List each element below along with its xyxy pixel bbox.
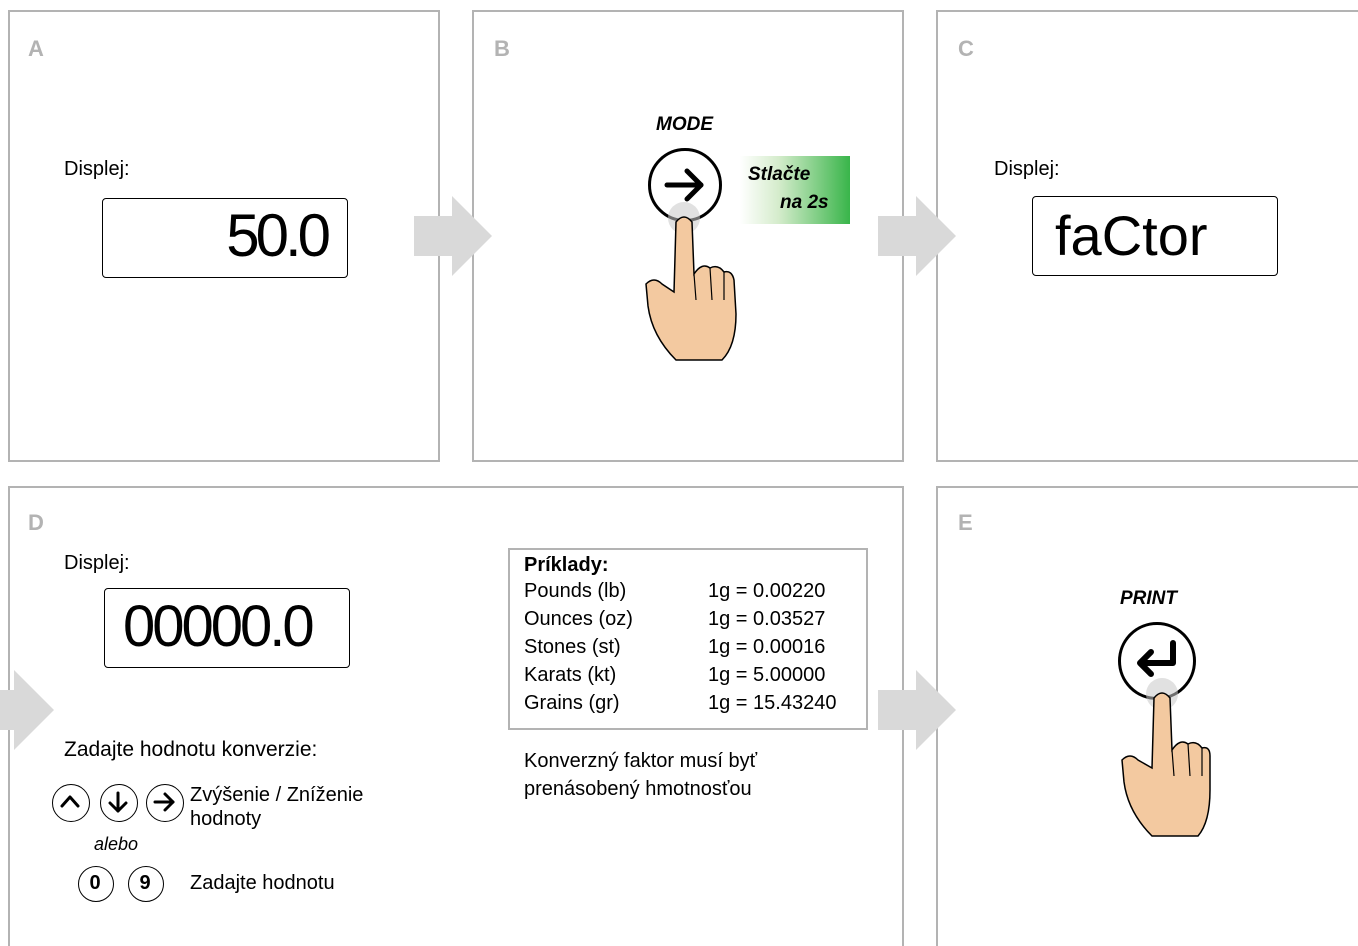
example-unit: Ounces (oz) [524, 608, 633, 630]
example-factor: 1g = 0.00220 [708, 580, 826, 602]
arrow-right-icon [664, 168, 704, 202]
enter-value-text: Zadajte hodnotu [190, 872, 335, 894]
example-factor: 1g = 0.00016 [708, 636, 826, 658]
press-hint: Stlačte na 2s [740, 156, 850, 224]
panel-e: E PRINT [936, 486, 1358, 946]
display-screen: 00000.0 [104, 588, 350, 668]
display-screen: 50.0 [102, 198, 348, 278]
panel-label: B [494, 36, 510, 61]
digit-key-9[interactable]: 9 [128, 866, 164, 902]
digit-key-9-label: 9 [139, 872, 151, 894]
example-unit: Karats (kt) [524, 664, 617, 686]
press-hint-line2: na 2s [780, 192, 829, 213]
display-label: Displej: [64, 552, 130, 574]
example-unit: Grains (gr) [524, 692, 620, 714]
mode-button-label: MODE [656, 114, 713, 135]
conversion-note-2: prenásobený hmotnosťou [524, 778, 752, 800]
flow-arrow-icon [878, 196, 956, 276]
digit-key-0[interactable]: 0 [78, 866, 114, 902]
flow-arrow-icon [0, 670, 54, 750]
press-hint-line1: Stlačte [748, 164, 811, 185]
down-key[interactable] [100, 784, 138, 822]
up-key[interactable] [52, 784, 90, 822]
chevron-up-icon [60, 795, 80, 808]
flow-arrow-icon [878, 670, 956, 750]
display-screen: faCtor [1032, 196, 1278, 276]
conversion-note: Konverzný faktor musí byť [524, 750, 758, 772]
panel-c: C Displej: faCtor [936, 10, 1358, 462]
example-factor: 1g = 5.00000 [708, 664, 826, 686]
panel-d: D Displej: 00000.0 Zadajte hodnotu konve… [8, 486, 904, 946]
print-button-label: PRINT [1120, 588, 1177, 609]
panel-label: C [958, 36, 974, 61]
examples-title: Príklady: [524, 554, 609, 576]
display-value: faCtor [1055, 204, 1208, 267]
increase-decrease-text-2: hodnoty [190, 808, 262, 830]
arrow-down-icon [108, 791, 128, 813]
or-text: alebo [94, 834, 139, 854]
enter-icon [1137, 640, 1176, 677]
display-label: Displej: [64, 158, 130, 180]
right-key[interactable] [146, 784, 184, 822]
digit-key-0-label: 0 [89, 872, 101, 894]
example-unit: Pounds (lb) [524, 580, 627, 602]
display-value: 00000.0 [123, 594, 315, 659]
panel-label: A [28, 36, 44, 61]
flow-arrow-icon [414, 196, 492, 276]
increase-decrease-text: Zvýšenie / Zníženie [190, 784, 364, 806]
example-unit: Stones (st) [524, 636, 621, 658]
display-label: Displej: [994, 158, 1060, 180]
example-factor: 1g = 15.43240 [708, 692, 837, 714]
panel-label: E [958, 510, 973, 535]
hand-pointer-icon [1121, 678, 1211, 837]
panel-b: B MODE Stlačte na 2s [472, 10, 904, 462]
display-value: 50.0 [226, 202, 331, 269]
panel-label: D [28, 510, 44, 535]
example-factor: 1g = 0.03527 [708, 608, 826, 630]
examples-box: Príklady: Pounds (lb) 1g = 0.00220 Ounce… [508, 548, 868, 730]
panel-a: A Displej: 50.0 [8, 10, 440, 462]
hand-pointer-icon [645, 202, 737, 361]
enter-value-instruction: Zadajte hodnotu konverzie: [64, 738, 318, 761]
arrow-right-icon [153, 792, 175, 812]
